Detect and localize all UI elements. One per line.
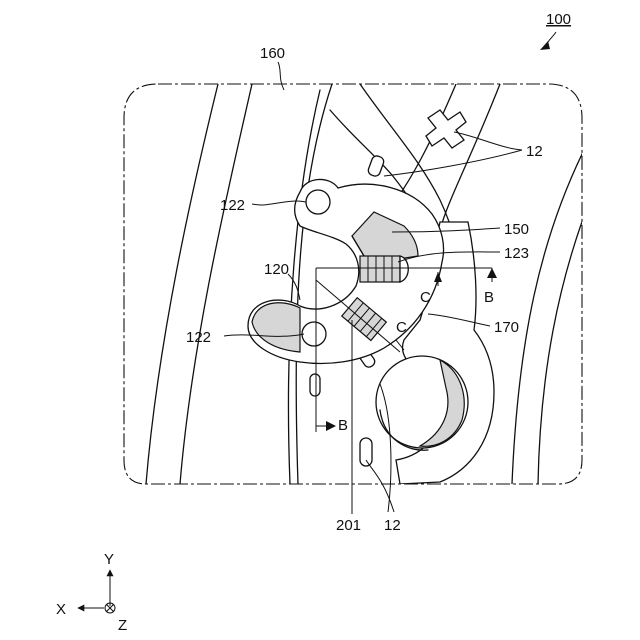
band-line-1 xyxy=(146,84,218,484)
latch-body xyxy=(360,256,400,282)
label-170: 170 xyxy=(494,319,519,336)
figure-reference-100: 100 xyxy=(540,11,571,50)
b-arrow-head-right xyxy=(487,268,497,278)
leader-160 xyxy=(278,62,284,90)
label-122-bottom: 122 xyxy=(186,329,211,346)
hole-122-bottom xyxy=(302,322,326,346)
ref-label-100: 100 xyxy=(546,11,571,28)
label-201: 201 xyxy=(336,517,361,534)
slot-7 xyxy=(360,438,372,466)
band-line-right-3 xyxy=(512,150,584,484)
label-120: 120 xyxy=(264,261,289,278)
axis-label-z: Z xyxy=(118,617,127,634)
label-122-top: 122 xyxy=(220,197,245,214)
leader-12-top-a xyxy=(454,132,522,150)
latch-123 xyxy=(360,256,408,282)
label-12-bottom: 12 xyxy=(384,517,401,534)
band-line-right-1 xyxy=(440,84,500,230)
band-line-right-4 xyxy=(538,180,598,484)
slot-1 xyxy=(367,155,385,178)
band-line-2 xyxy=(180,84,252,484)
label-160: 160 xyxy=(260,45,285,62)
hole-122-top xyxy=(306,190,330,214)
boundary-frame xyxy=(124,84,582,484)
leader-12-bottom-b xyxy=(366,460,394,512)
axis-label-x: X xyxy=(56,601,66,618)
label-b-bottom: B xyxy=(338,417,348,434)
cross-mark xyxy=(426,110,466,148)
coordinate-axes: Y X Z xyxy=(56,551,127,634)
label-12-top: 12 xyxy=(526,143,543,160)
label-c-lower: C xyxy=(396,319,407,336)
arrow-100 xyxy=(540,41,550,50)
label-b-right: B xyxy=(484,289,494,306)
axis-label-y: Y xyxy=(104,551,114,568)
label-150: 150 xyxy=(504,221,529,238)
label-c-right: C xyxy=(420,289,431,306)
leader-12-top-b xyxy=(384,150,522,176)
label-123: 123 xyxy=(504,245,529,262)
b-arrow-head-bottom xyxy=(326,421,336,431)
slot-6 xyxy=(310,374,320,396)
